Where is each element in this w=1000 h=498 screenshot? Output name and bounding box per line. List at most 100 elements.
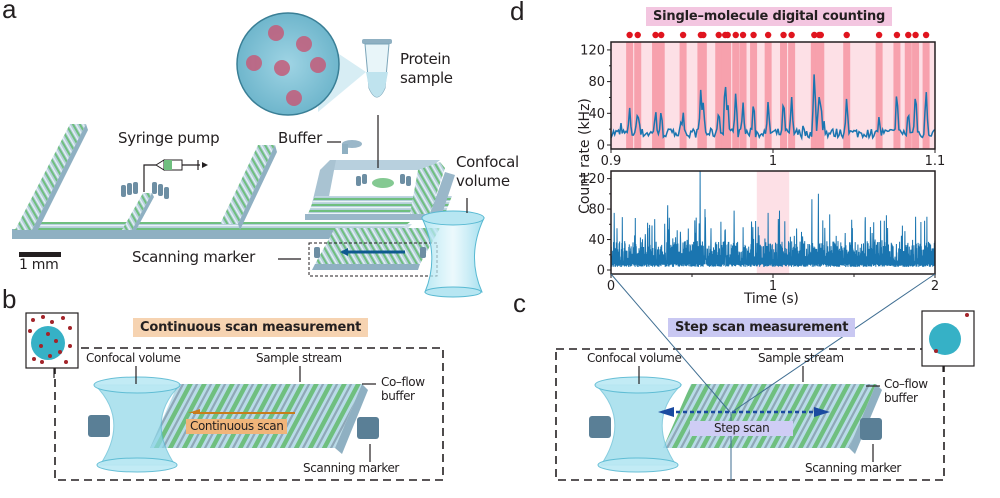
x-tick-label: 2: [931, 279, 939, 294]
event-band: [788, 42, 796, 149]
event-band: [634, 42, 642, 149]
event-dot: [658, 31, 665, 39]
scanning-region-box: [308, 242, 438, 277]
event-band: [652, 42, 660, 149]
panel-c-title: Step scan measurement: [668, 318, 856, 337]
event-dot: [780, 31, 787, 39]
syringe-channel-arm: [122, 193, 154, 232]
event-band: [699, 42, 707, 149]
scale-bar: [19, 252, 61, 257]
panel-c-coflow-label-1: Co–flow: [884, 377, 928, 391]
full-trace-line: [610, 170, 936, 268]
event-band: [875, 42, 883, 149]
panel-c-scan-label: Step scan: [690, 421, 794, 436]
event-dot: [912, 31, 919, 39]
panel-b-scanning-markers: [88, 415, 379, 439]
panel-b-sample-stream-label: Sample stream: [256, 351, 342, 365]
event-dot: [634, 31, 641, 39]
event-dot: [626, 31, 633, 39]
zoomed-trace-line: [610, 74, 936, 141]
event-band: [904, 42, 912, 149]
panel-label-b: b: [2, 284, 17, 314]
panel-label-a: a: [2, 0, 17, 24]
event-band: [810, 42, 818, 149]
y-tick-label: 0: [597, 264, 605, 279]
y-tick-label: 120: [580, 172, 605, 187]
confocal-volume-a-label-2: volume: [456, 172, 510, 190]
scale-bar-label: 1 mm: [19, 257, 59, 273]
x-axis-label: Time (s): [744, 291, 799, 307]
confocal-volume-a-label-1: Confocal: [456, 153, 519, 171]
event-dot: [893, 31, 901, 39]
protein-sample-label-1: Protein: [400, 50, 451, 68]
event-dot: [875, 31, 883, 39]
panel-b-title: Continuous scan measurement: [133, 318, 369, 337]
middle-channel-arm: [220, 145, 277, 230]
x-tick-label: 0.9: [601, 154, 622, 169]
panel-b-scanning-marker-label: Scanning marker: [303, 461, 399, 475]
panel-c-scanning-marker-label: Scanning marker: [805, 461, 901, 475]
x-tick-label: 1: [769, 154, 777, 169]
y-tick-label: 0: [597, 139, 605, 154]
syringe-pump-wells: [121, 182, 169, 199]
panel-c-coflow-label-2: buffer: [884, 391, 918, 405]
event-dot: [811, 31, 818, 39]
panel-c-confocal-volume-label: Confocal volume: [587, 351, 682, 365]
x-tick-label: 0: [607, 279, 615, 294]
event-band: [817, 42, 825, 149]
event-dot: [724, 31, 731, 39]
event-band: [893, 42, 901, 149]
y-tick-label: 40: [588, 107, 605, 122]
scanning-marker-a-label: Scanning marker: [132, 248, 255, 266]
event-band: [679, 42, 687, 149]
event-band: [843, 42, 851, 149]
event-dot: [764, 31, 772, 39]
confocal-volume-a-icon: [421, 198, 485, 298]
left-channel-arm: [15, 124, 88, 236]
event-band: [657, 42, 665, 149]
panel-b-coflow-label-1: Co–flow: [381, 375, 425, 389]
event-band: [739, 42, 747, 149]
panel-d-title: Single–molecule digital counting: [646, 7, 893, 26]
protein-magnified-circle: [236, 12, 340, 116]
panel-b-confocal-volume-icon: [93, 376, 182, 473]
event-band: [750, 42, 758, 149]
panel-label-c: c: [513, 288, 526, 318]
event-band: [764, 42, 772, 149]
panel-c-scanning-markers: [589, 416, 882, 440]
y-tick-label: 40: [588, 233, 605, 248]
event-dot: [715, 31, 722, 39]
event-dot: [817, 31, 824, 39]
event-band: [626, 42, 634, 149]
panel-c-confocal-volume-icon: [594, 376, 683, 473]
panel-b-confocal-volume-label: Confocal volume: [86, 351, 181, 365]
event-dot: [750, 31, 757, 39]
main-channel: [12, 222, 412, 239]
syringe-icon: [143, 159, 208, 192]
scanning-region: [312, 228, 440, 270]
step-scan-arrows: [658, 407, 830, 417]
event-dot: [843, 31, 850, 39]
buffer-label: Buffer: [278, 129, 322, 147]
panel-b-scan-label: Continuous scan: [186, 419, 288, 434]
event-dot: [732, 31, 739, 39]
panel-b-coflow-label-2: buffer: [381, 389, 415, 403]
panel-b-inset-molecules: [28, 315, 72, 364]
panel-c-sample-stream-label: Sample stream: [758, 351, 844, 365]
event-dot: [739, 31, 747, 39]
y-tick-label: 80: [588, 75, 605, 90]
event-band: [715, 42, 723, 149]
protein-sample-tube-icon: [362, 39, 392, 98]
y-tick-label: 120: [580, 43, 605, 58]
event-dot: [679, 31, 687, 39]
event-band: [724, 42, 732, 149]
y-tick-label: 80: [588, 203, 605, 218]
event-dot: [700, 31, 707, 39]
panel-c-sample-stream: [663, 384, 876, 448]
syringe-pump-label: Syringe pump: [118, 129, 220, 147]
x-tick-label: 1: [769, 279, 777, 294]
event-dot: [788, 31, 795, 39]
event-band: [912, 42, 920, 149]
